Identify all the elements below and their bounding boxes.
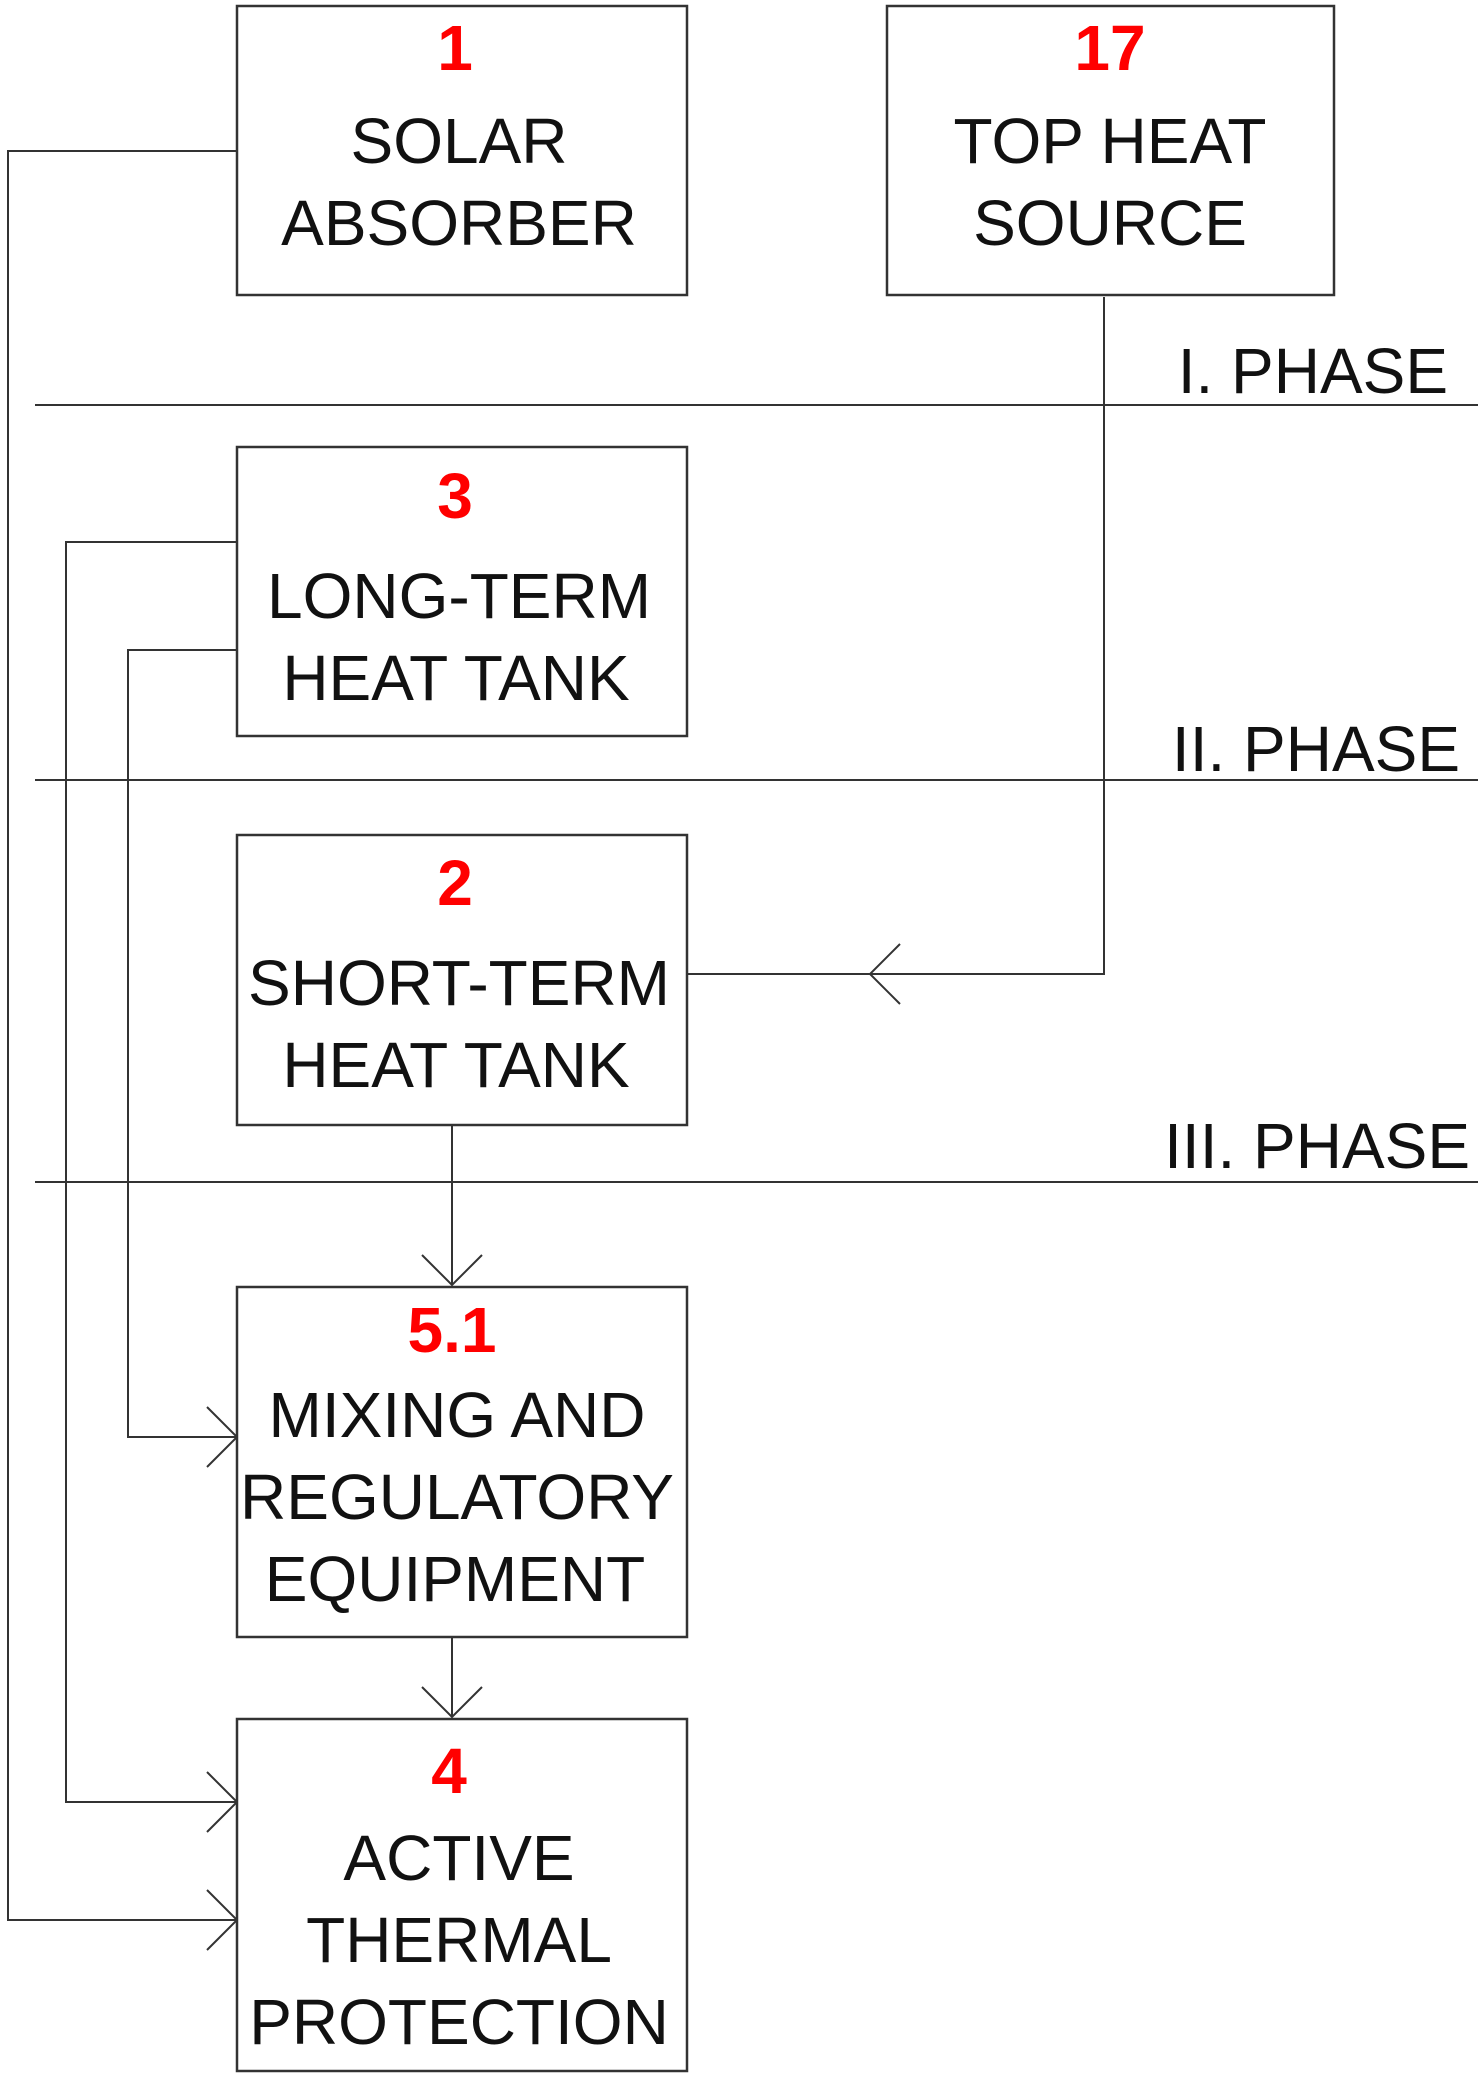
connector-longterm-to-mixing	[127, 649, 237, 1438]
box-short-term-heat-tank: 2 SHORT-TERM HEAT TANK	[235, 833, 689, 1127]
box-label-line: SOLAR	[351, 105, 568, 177]
connector-topheat-to-shortterm	[686, 297, 1105, 975]
box-label-line: ACTIVE	[343, 1822, 574, 1894]
connector-solar-to-protection	[7, 150, 237, 1921]
box-label-line: PROTECTION	[249, 1986, 669, 2058]
box-label-line: LONG-TERM	[267, 560, 651, 632]
phase-2-label: II. PHASE	[1172, 713, 1460, 785]
box-label-line: MIXING AND	[269, 1379, 646, 1451]
box-label-line: ABSORBER	[281, 187, 637, 259]
box-label-line: THERMAL	[306, 1904, 612, 1976]
box-label-line: HEAT TANK	[282, 642, 629, 714]
box-number: 2	[437, 847, 473, 919]
phase-1-label: I. PHASE	[1178, 335, 1448, 407]
box-top-heat-source: 17 TOP HEAT SOURCE	[885, 4, 1336, 297]
box-long-term-heat-tank: 3 LONG-TERM HEAT TANK	[235, 445, 689, 738]
box-label-line: HEAT TANK	[282, 1029, 629, 1101]
box-label-line: REGULATORY	[240, 1461, 674, 1533]
phase-3-label: III. PHASE	[1164, 1110, 1470, 1182]
box-number: 3	[437, 460, 473, 532]
arrowhead-into-mixing-top	[421, 1254, 483, 1287]
box-number: 1	[437, 12, 473, 84]
box-number: 17	[1074, 12, 1145, 84]
box-mixing-regulatory-equipment: 5.1 MIXING AND REGULATORY EQUIPMENT	[235, 1285, 689, 1639]
arrowhead-into-shortterm	[868, 943, 901, 1005]
connector-longterm-to-protection	[65, 541, 237, 1803]
box-label-line: SHORT-TERM	[248, 947, 670, 1019]
box-label-line: TOP HEAT	[954, 105, 1267, 177]
box-number: 4	[431, 1735, 467, 1807]
box-number: 5.1	[408, 1294, 497, 1366]
box-label-line: SOURCE	[973, 187, 1247, 259]
box-active-thermal-protection: 4 ACTIVE THERMAL PROTECTION	[235, 1717, 689, 2073]
box-solar-absorber: 1 SOLAR ABSORBER	[235, 4, 689, 297]
arrowhead-into-protection-top	[421, 1686, 483, 1719]
box-label-line: EQUIPMENT	[265, 1543, 645, 1615]
